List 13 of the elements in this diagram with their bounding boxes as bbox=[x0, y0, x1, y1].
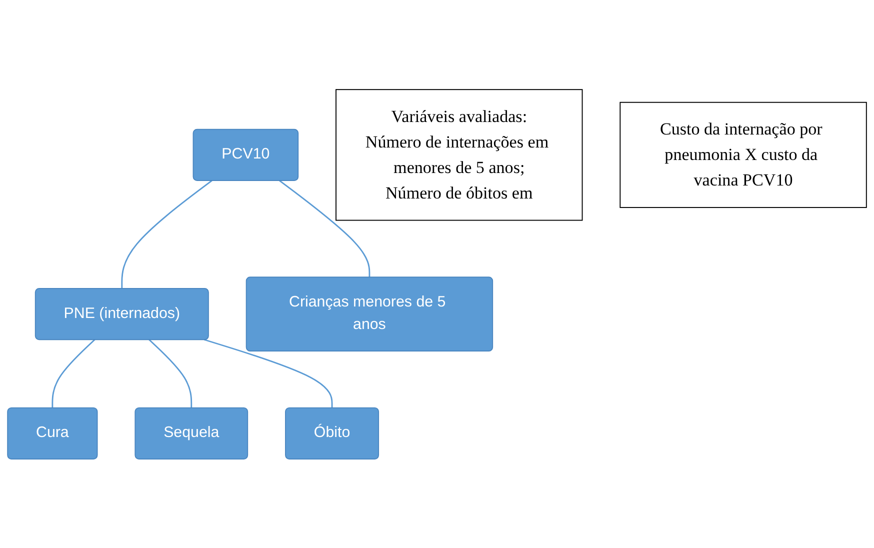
node-box: Sequela bbox=[134, 407, 248, 460]
node-box: Custo da internação por pneumonia X custo da vacina PCV10 bbox=[620, 102, 867, 208]
node-box: PCV10 bbox=[192, 128, 299, 181]
node-box: Variáveis avaliadas: Número de internações em menores de 5 anos; Número de óbitos em bbox=[336, 88, 583, 220]
connector bbox=[279, 180, 370, 277]
connector bbox=[148, 338, 192, 408]
connector bbox=[121, 180, 212, 288]
node-box: Cura bbox=[7, 407, 98, 460]
node-box: PNE (internados) bbox=[34, 288, 209, 340]
connector bbox=[204, 338, 333, 408]
node-box: Óbito bbox=[285, 407, 380, 460]
connector bbox=[52, 338, 96, 408]
node-box: Crianças menores de 5 anos bbox=[246, 276, 494, 352]
